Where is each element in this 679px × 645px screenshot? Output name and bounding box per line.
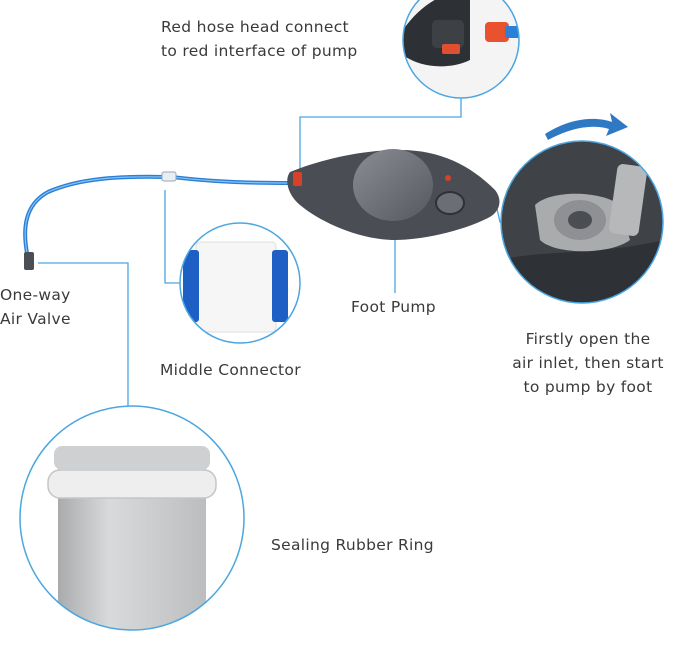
label-one-way-valve: One-way Air Valve: [0, 283, 71, 331]
hose-joint: [162, 172, 176, 181]
zoom-circle-red-hose: [403, 0, 525, 98]
pump-air-inlet: [436, 192, 464, 214]
rotate-arrow-icon: [545, 113, 628, 140]
label-firstly-line-2: air inlet, then start: [508, 351, 668, 375]
one-way-valve-part: [24, 252, 34, 270]
zoom-circle-air-inlet: [500, 113, 664, 305]
label-foot-pump: Foot Pump: [351, 295, 436, 319]
zoom-circle-sealing-ring: [20, 406, 244, 645]
label-red-hose: Red hose head connect to red interface o…: [161, 15, 358, 63]
label-firstly-line-1: Firstly open the: [508, 327, 668, 351]
label-one-way-line-1: One-way: [0, 283, 71, 307]
label-middle-connector: Middle Connector: [160, 358, 301, 382]
label-firstly-line-3: to pump by foot: [508, 375, 668, 399]
foot-pump: [287, 149, 499, 240]
label-red-hose-line-1: Red hose head connect: [161, 15, 358, 39]
label-firstly: Firstly open the air inlet, then start t…: [508, 327, 668, 399]
pump-red-interface: [293, 172, 302, 186]
callout-line-middle-connector: [165, 190, 180, 283]
label-sealing-ring: Sealing Rubber Ring: [271, 533, 434, 557]
zoom-circle-middle-connector: [180, 223, 300, 343]
pump-dome: [353, 149, 433, 221]
label-red-hose-line-2: to red interface of pump: [161, 39, 358, 63]
label-one-way-line-2: Air Valve: [0, 307, 71, 331]
